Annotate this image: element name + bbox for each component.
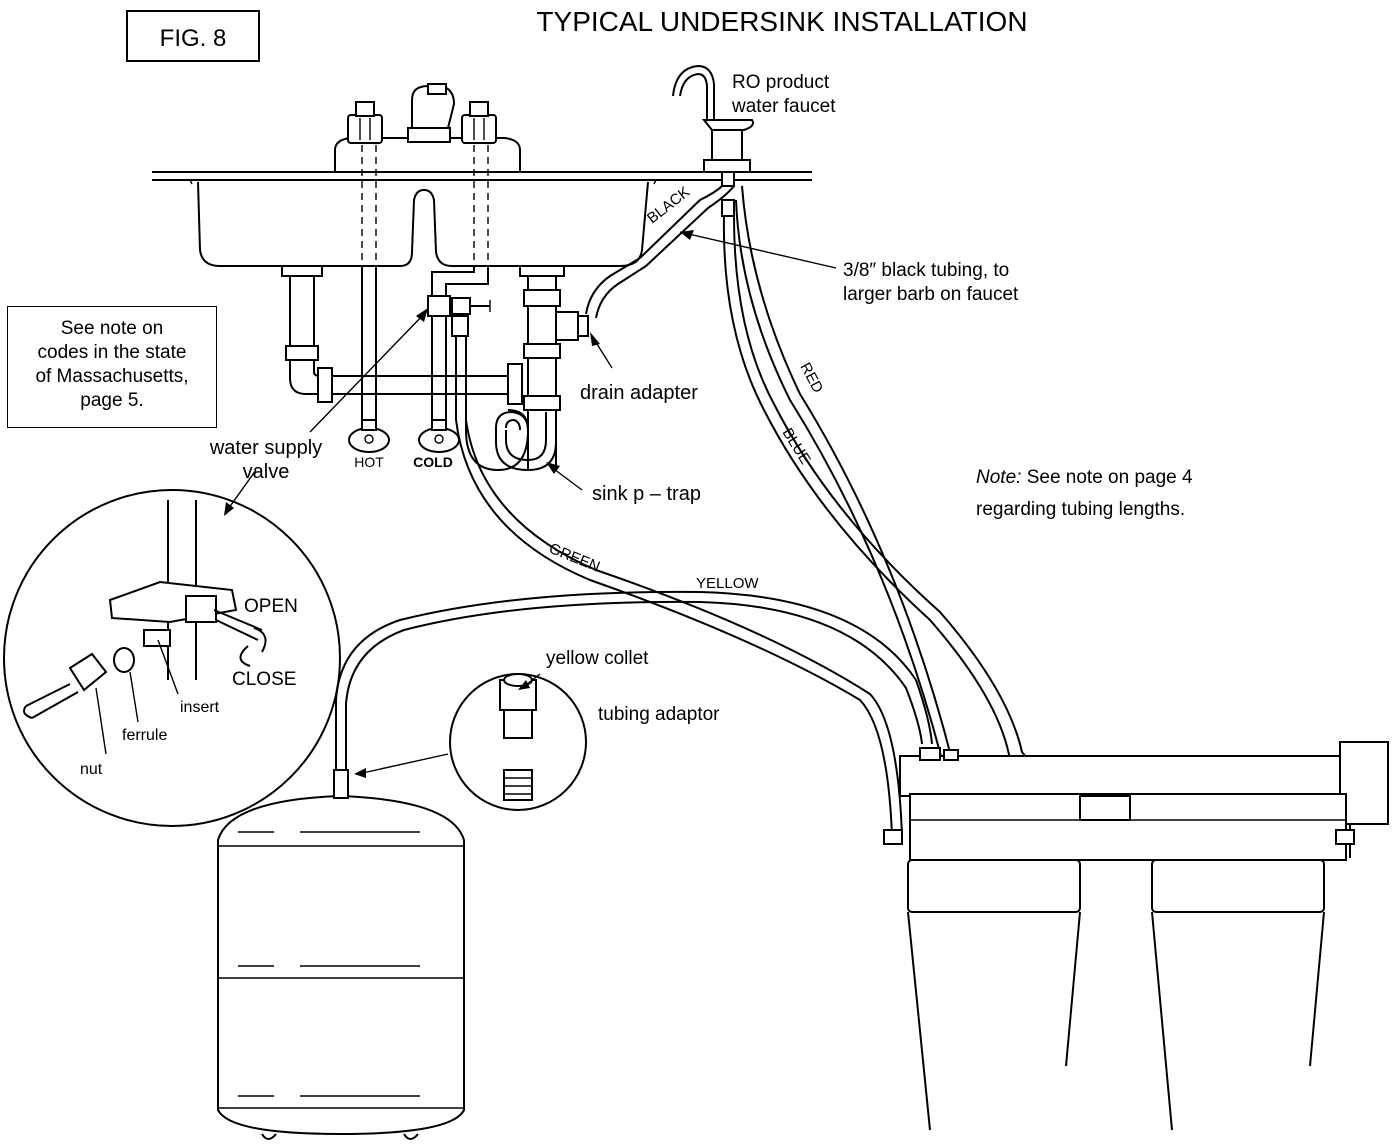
- figure-label: FIG. 8: [160, 25, 227, 52]
- black-tubing-label-line2: larger barb on faucet: [843, 284, 1019, 305]
- valve-detail-inset: [3, 489, 341, 827]
- countertop: [152, 171, 812, 181]
- diagram-title: TYPICAL UNDERSINK INSTALLATION: [536, 6, 1027, 37]
- mass-note-line2: codes in the state: [38, 342, 187, 363]
- callout-arrows: [95, 230, 837, 778]
- massachusetts-note-box: [7, 306, 217, 428]
- ferrule-label: ferrule: [122, 727, 167, 744]
- tubing-note-line1: Note: See note on page 4: [976, 467, 1193, 488]
- tubing: [335, 185, 1351, 858]
- tube-label-red: RED: [796, 360, 826, 396]
- tube-label-black: BLACK: [644, 183, 693, 227]
- drain-assembly: [285, 257, 647, 472]
- cold-label: COLD: [413, 454, 453, 470]
- water-supply-label-line2: valve: [243, 461, 290, 483]
- insert-label: insert: [180, 699, 220, 716]
- nut-label: nut: [80, 761, 103, 778]
- black-tubing-label-line1: 3/8″ black tubing, to: [843, 260, 1009, 281]
- tubing-adaptor-label: tubing adaptor: [598, 704, 720, 725]
- storage-tank: [217, 769, 465, 1140]
- sink-ptrap-label: sink p – trap: [592, 483, 701, 505]
- figure-label-box: [126, 10, 260, 62]
- sink-basins: [189, 179, 657, 277]
- open-label: OPEN: [244, 596, 298, 617]
- ro-unit: [883, 741, 1389, 1131]
- supply-pipes: [348, 145, 491, 453]
- sink-faucet: [334, 83, 521, 173]
- tubing-note-prefix: Note:: [976, 467, 1021, 488]
- mass-note-line3: of Massachusetts,: [35, 366, 188, 387]
- tubing-adaptor-inset: [449, 673, 587, 811]
- tubing-note-text1: See note on page 4: [1021, 467, 1193, 488]
- hot-label: HOT: [354, 454, 384, 470]
- ro-faucet: [672, 64, 754, 217]
- faucet-label-line2: water faucet: [731, 96, 836, 117]
- water-supply-label-line1: water supply: [209, 437, 322, 459]
- tube-label-green: GREEN: [547, 540, 603, 576]
- yellow-collet-label: yellow collet: [546, 648, 649, 669]
- mass-note-line1: See note on: [61, 318, 163, 339]
- faucet-label-line1: RO product: [732, 72, 830, 93]
- drain-adapter-label: drain adapter: [580, 382, 698, 404]
- tube-label-yellow: YELLOW: [696, 575, 759, 592]
- close-label: CLOSE: [232, 669, 296, 690]
- tubing-note-line2: regarding tubing lengths.: [976, 499, 1185, 520]
- mass-note-line4: page 5.: [80, 390, 143, 411]
